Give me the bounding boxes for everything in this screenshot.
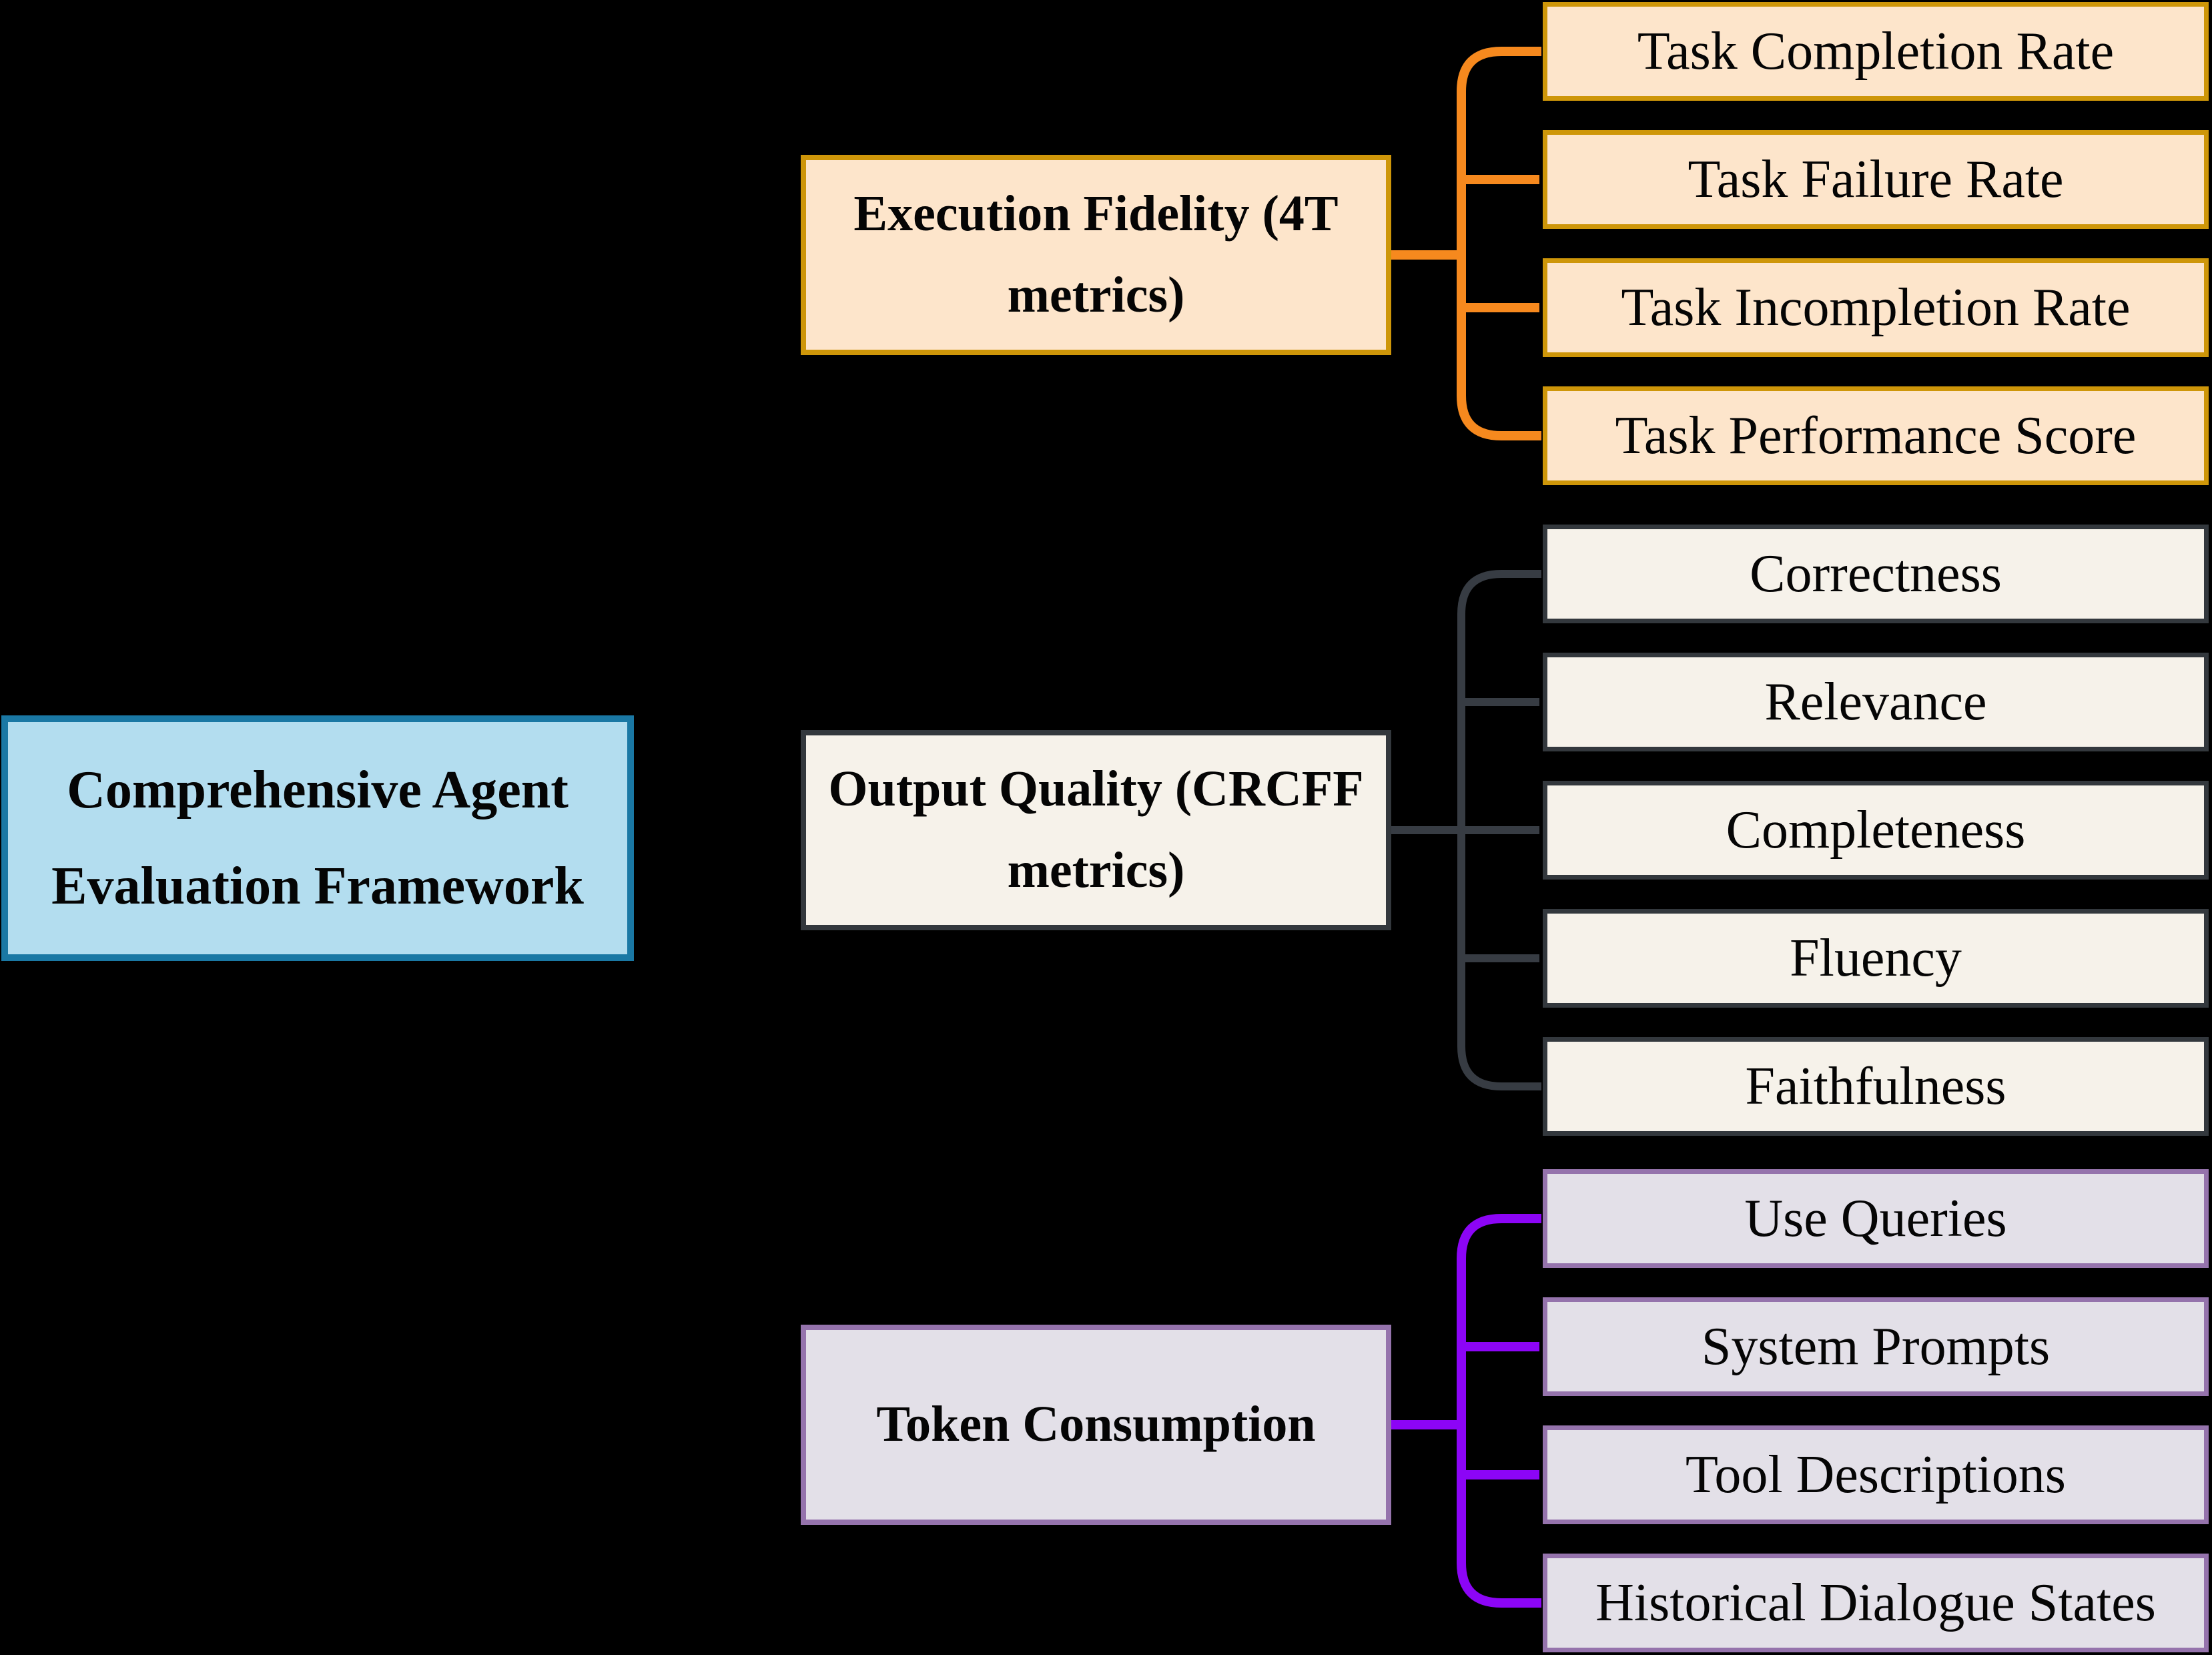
execution-fidelity-bracket-connector — [1391, 47, 1541, 440]
node-historical-dialogue-states: Historical Dialogue States — [1543, 1554, 2209, 1652]
node-faithfulness: Faithfulness — [1543, 1037, 2209, 1136]
node-completeness: Completeness — [1543, 781, 2209, 880]
node-system-prompts: System Prompts — [1543, 1297, 2209, 1396]
node-use-queries: Use Queries — [1543, 1169, 2209, 1268]
node-execution-fidelity: Execution Fidelity (4T metrics) — [801, 155, 1391, 355]
node-task-incompletion-rate: Task Incompletion Rate — [1543, 258, 2209, 357]
node-output-quality: Output Quality (CRCFF metrics) — [801, 730, 1391, 930]
node-correctness: Correctness — [1543, 525, 2209, 623]
node-relevance: Relevance — [1543, 653, 2209, 751]
node-task-performance-score: Task Performance Score — [1543, 386, 2209, 485]
node-task-failure-rate: Task Failure Rate — [1543, 130, 2209, 229]
node-token-consumption: Token Consumption — [801, 1325, 1391, 1525]
output-quality-bracket-connector — [1391, 570, 1541, 1090]
node-fluency: Fluency — [1543, 909, 2209, 1008]
node-task-completion-rate: Task Completion Rate — [1543, 2, 2209, 101]
token-consumption-bracket-connector — [1391, 1214, 1541, 1608]
node-tool-descriptions: Tool Descriptions — [1543, 1425, 2209, 1524]
node-comprehensive-agent-evaluation-framework: Comprehensive Agent Evaluation Framework — [1, 715, 634, 961]
